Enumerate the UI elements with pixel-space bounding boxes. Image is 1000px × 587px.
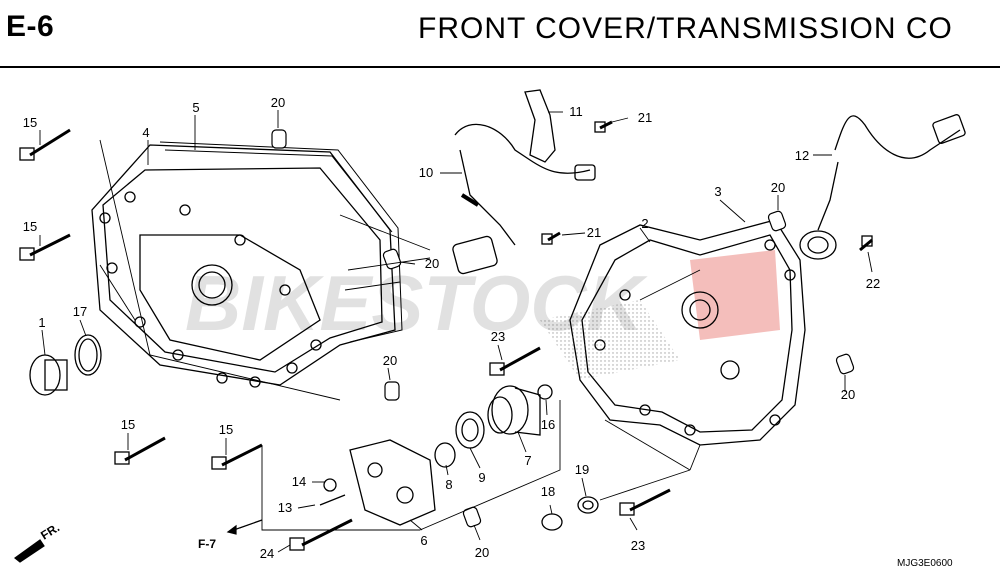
ref-f7: F-7	[198, 537, 216, 551]
bracket-11	[524, 89, 556, 163]
callout-11: 11	[569, 104, 583, 119]
callout-2: 2	[641, 216, 648, 231]
callout-4: 4	[142, 125, 149, 140]
leader-lines	[39, 110, 873, 553]
callout-21-mid: 21	[587, 225, 601, 240]
ref-front-direction: FR.	[38, 520, 62, 542]
callout-20-bottom: 20	[475, 545, 489, 560]
callout-20-top: 20	[271, 95, 285, 110]
sensor-part-12	[799, 114, 966, 260]
callout-19: 19	[575, 462, 589, 477]
section-code: E-6	[6, 10, 55, 43]
callout-15-low-right: 15	[219, 422, 233, 437]
pump-assembly	[319, 384, 599, 531]
callout-21-top: 21	[638, 110, 652, 125]
callout-6: 6	[420, 533, 427, 548]
plug-and-oring	[29, 334, 102, 396]
callout-12: 12	[795, 148, 809, 163]
sensor-harness-10	[452, 123, 596, 275]
callout-3: 3	[714, 184, 721, 199]
callout-7: 7	[524, 453, 531, 468]
front-cover-part	[91, 144, 396, 388]
callout-9: 9	[478, 470, 485, 485]
callout-8: 8	[445, 477, 452, 492]
callout-10: 10	[419, 165, 433, 180]
callout-20-far-right: 20	[841, 387, 855, 402]
diagram-code: MJG3E0600	[897, 558, 953, 569]
callout-1: 1	[38, 315, 45, 330]
callout-18: 18	[541, 484, 555, 499]
callout-14: 14	[292, 474, 306, 489]
watermark-dots	[540, 300, 680, 380]
bolts	[19, 120, 873, 551]
callout-13: 13	[278, 500, 292, 515]
callout-17: 17	[73, 304, 87, 319]
section-title: FRONT COVER/TRANSMISSION CO	[418, 12, 953, 45]
callout-20-cover: 20	[425, 256, 439, 271]
callout-15-top: 15	[23, 115, 37, 130]
callout-15-low-left: 15	[121, 417, 135, 432]
callout-20-right: 20	[771, 180, 785, 195]
callout-5: 5	[192, 100, 199, 115]
callout-16: 16	[541, 417, 555, 432]
ref-arrows	[14, 519, 263, 563]
callout-23-top: 23	[491, 329, 505, 344]
page-header: E-6 FRONT COVER/TRANSMISSION CO	[0, 0, 1000, 66]
watermark-accent	[690, 250, 780, 340]
callout-22: 22	[866, 276, 880, 291]
callout-15-mid: 15	[23, 219, 37, 234]
dowel-pins	[271, 129, 855, 528]
header-divider	[0, 66, 1000, 68]
callout-23-bottom: 23	[631, 538, 645, 553]
callout-20-center: 20	[383, 353, 397, 368]
callout-24: 24	[260, 546, 274, 561]
